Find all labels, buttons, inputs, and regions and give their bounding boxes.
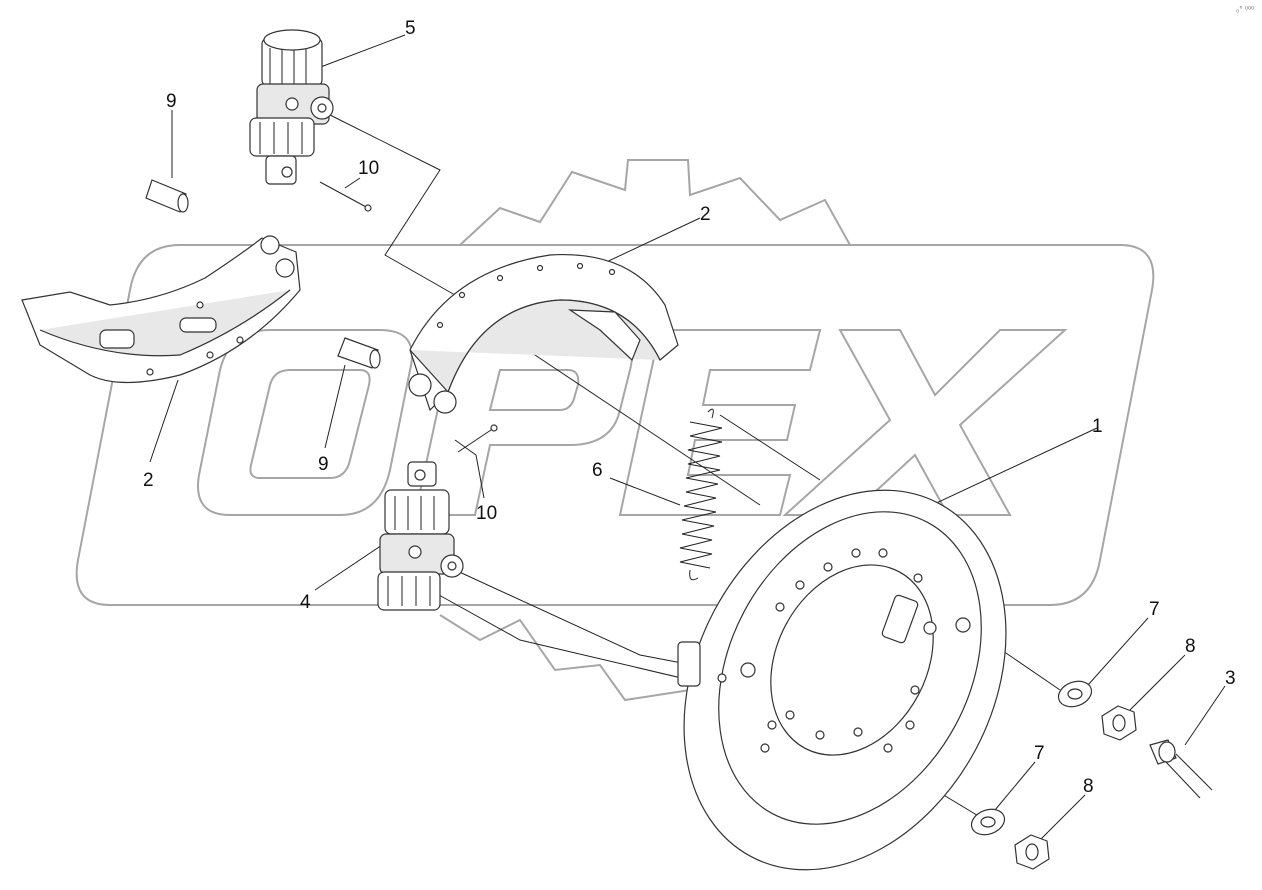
- callout-4: 4: [300, 592, 311, 613]
- watermark-frame: [75, 244, 1155, 606]
- brake-shoe-right: [408, 253, 679, 414]
- leader-6: [609, 477, 681, 506]
- lock-washer-lower: [970, 808, 1006, 836]
- callout-3: 3: [1225, 668, 1236, 689]
- leader-10a: [344, 177, 361, 189]
- bolt: [1149, 739, 1213, 799]
- leader-9b: [324, 364, 346, 449]
- axis-shoe-to-plate: [519, 344, 761, 506]
- callout-5: 5: [405, 18, 416, 39]
- callout-6: 6: [592, 460, 603, 481]
- callout-1: 1: [1092, 416, 1103, 437]
- leader-10b: [454, 439, 485, 499]
- brake-shoe-left: [21, 235, 301, 384]
- nut-lower: [1014, 834, 1050, 870]
- callout-9-lower: 9: [318, 454, 329, 475]
- lock-washer-upper: [1057, 680, 1093, 708]
- wheel-cylinder-upper: [249, 29, 334, 185]
- watermark-gear-outline: [439, 159, 851, 702]
- watermark-letter-e: [618, 329, 822, 516]
- leader-5: [317, 34, 406, 69]
- leader-3: [1184, 685, 1226, 746]
- callout-7-upper: 7: [1149, 599, 1160, 620]
- axis-upper-cylinder: [329, 114, 456, 296]
- backing-plate: [677, 489, 1007, 871]
- leader-7a: [1087, 617, 1149, 686]
- callout-2-right: 2: [700, 204, 711, 225]
- callout-7-lower: 7: [1034, 743, 1045, 764]
- corner-mark: ₀° ⁰⁰⁰: [1236, 5, 1254, 14]
- callout-2-left: 2: [143, 470, 154, 491]
- nut-upper: [1101, 705, 1137, 741]
- callout-10-lower: 10: [476, 503, 497, 524]
- callout-9-upper: 9: [166, 91, 177, 112]
- wheel-cylinder-lower: [377, 461, 464, 611]
- cotter-pin-upper: [319, 181, 372, 212]
- leader-4: [314, 544, 383, 591]
- cotter-pin-lower: [457, 424, 498, 453]
- callout-10-upper: 10: [358, 158, 379, 179]
- pin-lower: [337, 337, 381, 369]
- axis-spring-to-plate: [719, 414, 821, 481]
- leader-8a: [1129, 654, 1186, 711]
- leader-2a: [149, 379, 179, 463]
- return-spring: [679, 408, 723, 581]
- watermark-letter-x: [782, 329, 1068, 516]
- leader-8b: [1039, 794, 1086, 841]
- callout-8-lower: 8: [1083, 776, 1094, 797]
- callout-labels: 5 9 10 2 2 9 1 6 10 4 7 8 3 7 8: [143, 18, 1236, 797]
- callout-8-upper: 8: [1185, 636, 1196, 657]
- leader-7b: [994, 761, 1036, 811]
- pin-upper: [145, 179, 189, 213]
